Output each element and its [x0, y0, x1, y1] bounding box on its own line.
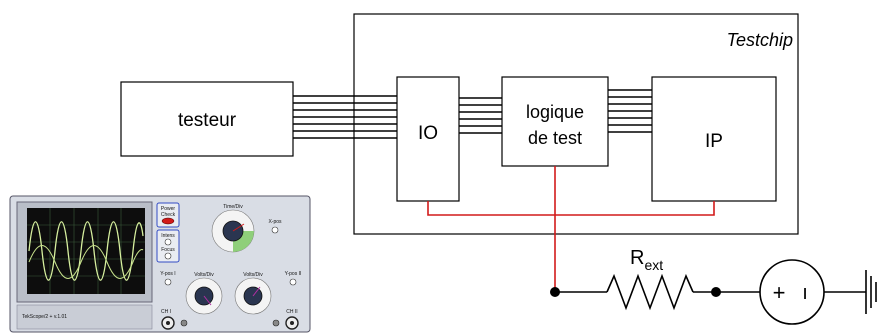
power-wiring — [427, 166, 715, 292]
time-div-pointer — [232, 223, 245, 232]
testeur-label: testeur — [178, 110, 237, 131]
source-plus-sign: + — [773, 280, 786, 305]
scope-footer-plate — [16, 304, 153, 330]
power-check-label: Check — [161, 212, 176, 218]
focus-label: Focus — [161, 247, 175, 253]
scope-grid — [27, 208, 145, 294]
source-minus-sign: ı — [802, 282, 808, 304]
ch2-connector-center — [290, 321, 294, 325]
scope-screen — [27, 208, 145, 294]
external-circuit — [555, 270, 877, 314]
io-block — [396, 76, 460, 202]
power-label: Power — [161, 206, 176, 212]
volts-div-1-label: Volts/Div — [194, 272, 214, 278]
test-logic-label-line1: logique — [526, 102, 584, 122]
volts-div-2-pointer — [252, 286, 261, 297]
volts-div-1-pointer — [203, 295, 212, 306]
volts-div-2-label: Volts/Div — [243, 272, 263, 278]
intensity-panel — [156, 229, 180, 263]
intensity-label: Intens — [161, 233, 175, 239]
ch1-ground-terminal[interactable] — [180, 319, 188, 327]
bus-io-logic — [459, 97, 502, 134]
focus-knob[interactable] — [164, 252, 172, 260]
ch1-connector-center — [166, 321, 170, 325]
scope-trace-2 — [28, 245, 144, 279]
resistor-label: Rext — [630, 247, 663, 273]
power-button[interactable] — [161, 217, 175, 225]
junction-node-right — [711, 287, 721, 297]
y-pos-2-knob[interactable] — [289, 278, 297, 286]
junction-node-left — [550, 287, 560, 297]
intensity-knob[interactable] — [164, 238, 172, 246]
io-label: IO — [418, 123, 438, 144]
ch2-ground-terminal[interactable] — [272, 319, 280, 327]
y-pos-1-knob[interactable] — [164, 278, 172, 286]
bus-logic-ip — [608, 89, 652, 133]
x-pos-label: X-pos — [268, 219, 282, 225]
ip-label: IP — [705, 131, 723, 152]
voltage-source — [759, 259, 825, 325]
time-div-label: Time/Div — [223, 204, 243, 210]
scope-trace-1 — [28, 221, 144, 281]
oscilloscope: TekScope/2 + v.1.01 Power Check Intens F… — [9, 195, 311, 333]
x-pos-knob[interactable] — [271, 226, 279, 234]
y-pos-1-label: Y-pos I — [160, 271, 175, 277]
bus-testeur-io — [293, 95, 397, 139]
test-logic-label-line2: de test — [528, 128, 582, 148]
ip-block — [651, 76, 777, 202]
testchip-label: Testchip — [727, 30, 793, 50]
y-pos-2-label: Y-pos II — [285, 271, 302, 277]
scope-footer-text: TekScope/2 + v.1.01 — [22, 314, 67, 320]
testeur-block — [120, 81, 294, 157]
test-logic-block — [501, 76, 609, 167]
ch1-label: CH I — [161, 309, 171, 315]
ch2-label: CH II — [286, 309, 297, 315]
